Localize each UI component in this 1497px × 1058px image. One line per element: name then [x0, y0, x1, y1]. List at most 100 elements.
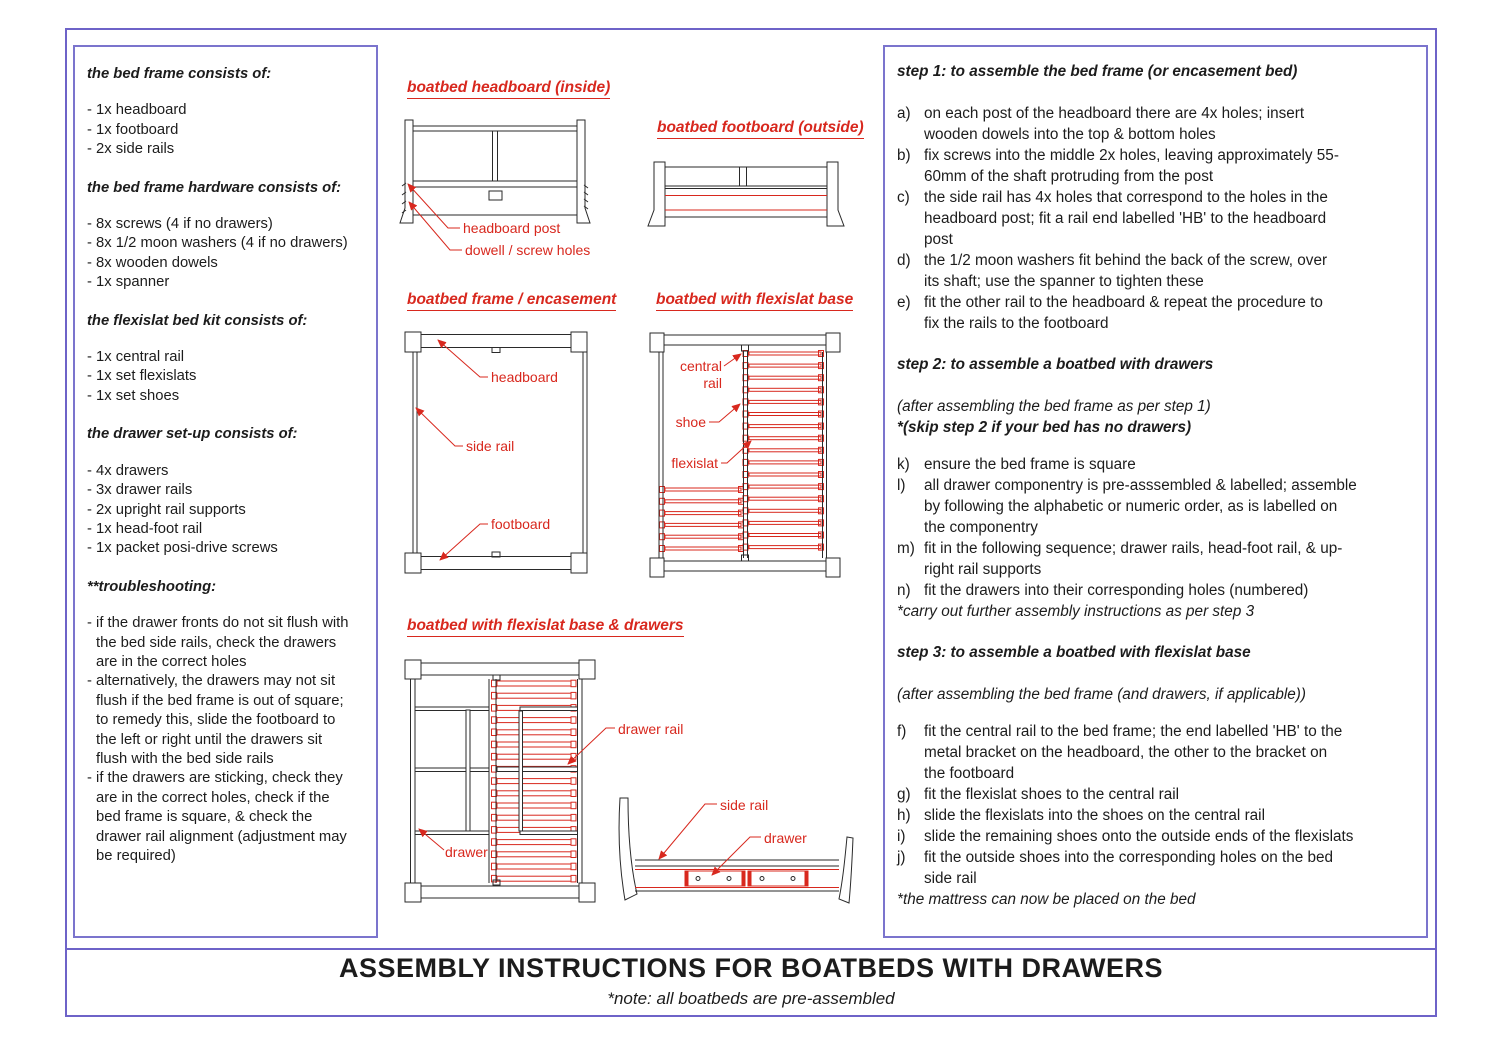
step-label: a): [897, 105, 911, 122]
parts-item: - 8x 1/2 moon washers (4 if no drawers): [87, 235, 348, 252]
parts-item: - 1x headboard: [87, 102, 187, 119]
step2-note: (after assembling the bed frame as per s…: [897, 398, 1211, 415]
step-label: n): [897, 582, 911, 599]
step-text: on each post of the headboard there are …: [924, 105, 1305, 143]
step-item: g) fit the flexislat shoes to the centra…: [897, 784, 1416, 805]
parts-item: - 1x head-foot rail: [87, 520, 203, 537]
step-text: fit in the following sequence; drawer ra…: [924, 540, 1343, 578]
step-text: fix screws into the middle 2x holes, lea…: [924, 147, 1339, 185]
footboard-outside-diagram: [647, 161, 845, 227]
step-text: fit the drawers into their corresponding…: [924, 582, 1309, 599]
parts-item: - 8x wooden dowels: [87, 254, 218, 271]
step-text: the side rail has 4x holes that correspo…: [924, 189, 1328, 248]
parts-item: - 2x side rails: [87, 141, 175, 158]
frame-encasement-diagram: headboard side rail footboard: [404, 331, 588, 574]
step-label: i): [897, 828, 906, 845]
step-label: l): [897, 477, 906, 494]
troubleshooting-item: - alternatively, the drawers may not sit…: [87, 673, 344, 767]
steps-panel: step 1: to assemble the bed frame (or en…: [883, 45, 1428, 938]
step3-note: (after assembling the bed frame (and dra…: [897, 686, 1306, 703]
diagram-label-flexislat: flexislat: [671, 455, 718, 471]
step-item: m) fit in the following sequence; drawer…: [897, 538, 1416, 580]
diagram-label-dowell-screw-holes: dowell / screw holes: [465, 242, 590, 258]
step-item: e) fit the other rail to the headboard &…: [897, 292, 1416, 334]
parts-item: - 4x drawers: [87, 462, 169, 479]
step-item: d) the 1/2 moon washers fit behind the b…: [897, 250, 1416, 292]
diagram-title-headboard: boatbed headboard (inside): [407, 79, 611, 99]
step-text: fit the outside shoes into the correspon…: [924, 849, 1334, 887]
diagram-label-drawer-rail: drawer rail: [618, 721, 683, 737]
step-label: m): [897, 540, 915, 557]
step-label: e): [897, 294, 911, 311]
diagram-label-drawer: drawer: [764, 830, 807, 846]
parts-item: - 1x spanner: [87, 274, 170, 291]
step-label: d): [897, 252, 911, 269]
parts-item: - 1x set flexislats: [87, 368, 197, 385]
bed-side-view-diagram: side rail drawer: [618, 797, 854, 904]
step-item: n) fit the drawers into their correspond…: [897, 580, 1416, 601]
step-label: b): [897, 147, 911, 164]
step-item: a) on each post of the headboard there a…: [897, 103, 1416, 145]
step-item: l) all drawer componentry is pre-asssemb…: [897, 475, 1416, 538]
step-item: h) slide the flexislats into the shoes o…: [897, 805, 1416, 826]
troubleshooting-item: - if the drawer fronts do not sit flush …: [87, 615, 349, 670]
step-text: slide the flexislats into the shoes on t…: [924, 807, 1265, 824]
diagram-title-footboard: boatbed footboard (outside): [657, 119, 864, 139]
section-heading: **troubleshooting:: [87, 578, 217, 595]
page-border: [65, 28, 1437, 1017]
parts-item: - 1x packet posi-drive screws: [87, 540, 278, 557]
diagram-label-side-rail: side rail: [720, 797, 768, 813]
parts-item: - 1x central rail: [87, 349, 185, 366]
diagram-label-drawer: drawer: [445, 844, 488, 860]
diagram-label-central-rail-line1: central: [680, 358, 722, 374]
diagram-label-side-rail: side rail: [466, 438, 514, 454]
step-text: the 1/2 moon washers fit behind the back…: [924, 252, 1328, 290]
step-label: k): [897, 456, 910, 473]
step-label: c): [897, 189, 910, 206]
step-label: f): [897, 723, 907, 740]
diagram-label-headboard-post: headboard post: [463, 220, 560, 236]
step-label: h): [897, 807, 911, 824]
step-text: all drawer componentry is pre-asssembled…: [924, 477, 1357, 536]
diagram-label-shoe: shoe: [676, 414, 707, 430]
step1-heading: step 1: to assemble the bed frame (or en…: [897, 63, 1298, 80]
step-text: fit the central rail to the bed frame; t…: [924, 723, 1343, 782]
step-item: j) fit the outside shoes into the corres…: [897, 847, 1416, 889]
parts-item: - 1x footboard: [87, 121, 179, 138]
step-item: k) ensure the bed frame is square: [897, 454, 1416, 475]
section-heading: the drawer set-up consists of:: [87, 426, 298, 443]
step-text: ensure the bed frame is square: [924, 456, 1136, 473]
step-item: f) fit the central rail to the bed frame…: [897, 721, 1416, 784]
step-text: fit the other rail to the headboard & re…: [924, 294, 1323, 332]
parts-item: - 8x screws (4 if no drawers): [87, 216, 273, 233]
parts-item: - 1x set shoes: [87, 387, 180, 404]
section-heading: the bed frame consists of:: [87, 66, 272, 82]
parts-item: - 2x upright rail supports: [87, 501, 246, 518]
diagram-title-flexidrawers: boatbed with flexislat base & drawers: [407, 617, 684, 637]
step2-skip-note: *(skip step 2 if your bed has no drawers…: [897, 419, 1192, 436]
section-heading: the flexislat bed kit consists of:: [87, 312, 308, 329]
step3-footnote: *the mattress can now be placed on the b…: [897, 891, 1196, 908]
diagram-title-frame: boatbed frame / encasement: [407, 291, 617, 311]
step-label: g): [897, 786, 911, 803]
step-item: c) the side rail has 4x holes that corre…: [897, 187, 1416, 250]
parts-panel: the bed frame consists of: - 1x headboar…: [73, 45, 378, 938]
step3-heading: step 3: to assemble a boatbed with flexi…: [897, 644, 1251, 661]
bottom-separator: [65, 948, 1437, 950]
page-title: ASSEMBLY INSTRUCTIONS FOR BOATBEDS WITH …: [338, 953, 1164, 983]
step-text: fit the flexislat shoes to the central r…: [924, 786, 1180, 803]
flexislat-drawers-diagram: drawer rail drawer: [404, 659, 683, 903]
diagram-title-flexislat: boatbed with flexislat base: [656, 291, 854, 311]
step2-footnote: *carry out further assembly instructions…: [897, 603, 1255, 620]
headboard-inside-diagram: headboard post dowell / screw holes: [399, 119, 591, 258]
page-note: *note: all boatbeds are pre-assembled: [607, 989, 895, 1008]
step-text: slide the remaining shoes onto the outsi…: [924, 828, 1354, 845]
step-item: i) slide the remaining shoes onto the ou…: [897, 826, 1416, 847]
diagram-label-headboard: headboard: [491, 369, 558, 385]
diagram-label-central-rail-line2: rail: [703, 375, 722, 391]
parts-item: - 3x drawer rails: [87, 482, 193, 499]
step2-heading: step 2: to assemble a boatbed with drawe…: [897, 356, 1214, 373]
section-heading: the bed frame hardware consists of:: [87, 179, 342, 196]
step-label: j): [897, 849, 906, 866]
